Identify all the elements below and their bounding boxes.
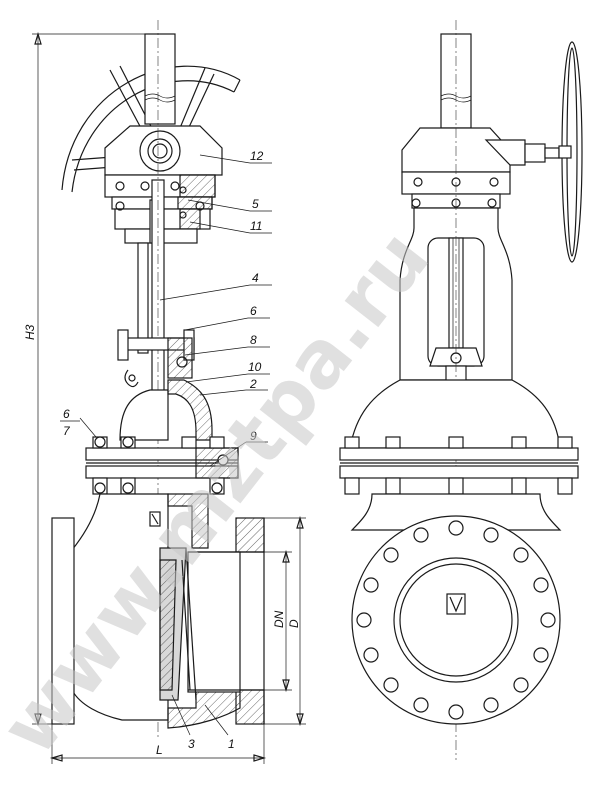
wedge-gate [159,547,197,701]
callout-3: 3 [188,737,195,751]
dimension-d: D [287,619,301,628]
dimension-lines: H3 L DN D [23,31,306,764]
side-gear-box [401,127,560,209]
callout-8: 8 [250,333,257,347]
handwheel-arc [61,65,241,193]
stem-top [144,33,176,125]
dimension-h3: H3 [23,324,37,340]
side-yoke [399,20,513,760]
front-section-view: 12 5 11 4 6 8 10 2 9 6 7 3 1 H3 [23,20,306,764]
callout-1: 1 [228,737,235,751]
body-bonnet-flange [85,436,239,495]
bonnet [119,379,213,441]
leader-lines [79,154,272,736]
side-view [339,20,583,760]
dimension-dn: DN [272,610,286,628]
side-flange [339,436,579,495]
callout-6-upper: 6 [250,304,257,318]
callout-9: 9 [250,429,257,443]
valve-body [51,493,265,729]
dimension-l: L [156,743,163,757]
callout-labels: 12 5 11 4 6 8 10 2 9 6 7 3 1 [60,149,264,751]
side-body [350,493,562,725]
side-handwheel [558,41,583,263]
callout-6-lower: 6 [63,407,70,421]
flange-bolt-holes [356,520,556,720]
gland-flange [117,329,195,388]
callout-7: 7 [63,424,71,438]
callout-2: 2 [249,377,257,391]
callout-10: 10 [248,360,262,374]
callout-12: 12 [250,149,264,163]
callout-11: 11 [250,219,262,233]
callout-4: 4 [252,271,259,285]
pipe-flange [351,515,561,725]
callout-5: 5 [252,197,259,211]
